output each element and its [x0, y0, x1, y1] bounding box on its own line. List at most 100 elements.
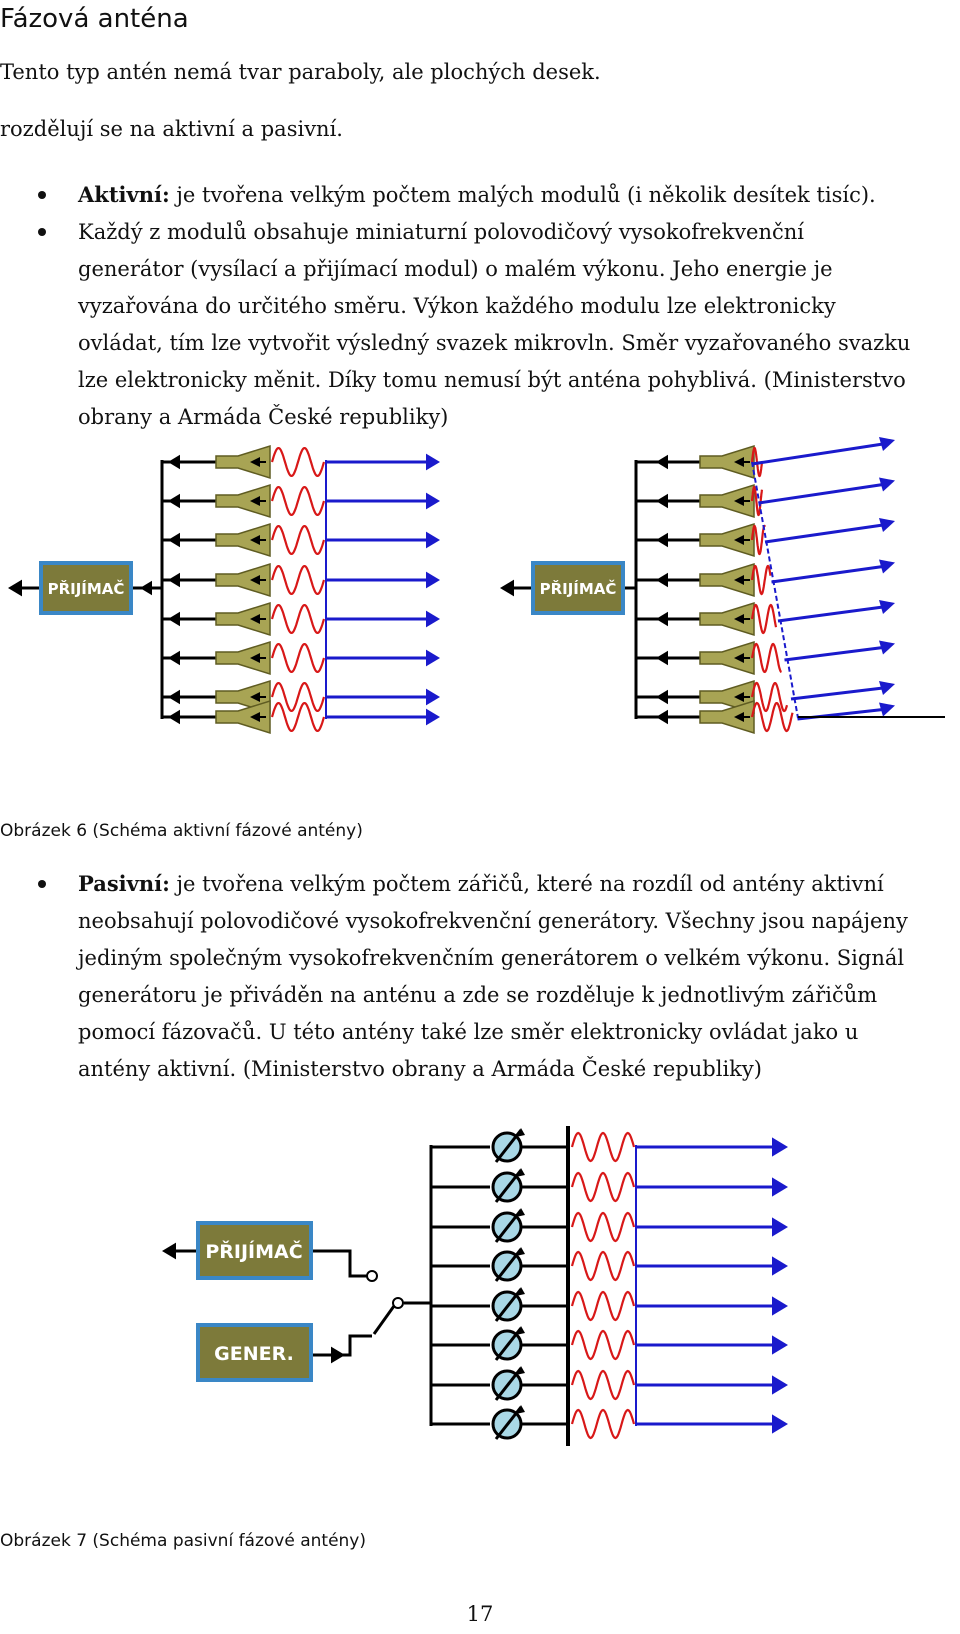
arrow-head: [879, 559, 895, 574]
arrow-head: [734, 712, 744, 722]
text-line: Každý z modulů obsahuje miniaturní polov…: [78, 220, 805, 244]
arrow-head: [516, 1168, 525, 1177]
wave: [570, 1171, 636, 1203]
page-title: Fázová anténa: [0, 4, 189, 34]
arrow-head: [426, 531, 440, 549]
amplifier-module: [215, 640, 271, 676]
feed-line: [311, 1249, 367, 1278]
arrow-head: [168, 454, 180, 470]
amplifier-module: [215, 483, 271, 519]
arrow-head: [168, 709, 180, 725]
arrow-head: [734, 496, 744, 506]
receiver-box: PŘIJÍMAČ: [196, 1221, 313, 1280]
amplifier-module: [699, 699, 755, 735]
receiver-label: PŘIJÍMAČ: [540, 579, 617, 598]
text-line: vyzařována do určitého směru. Výkon každ…: [78, 294, 836, 318]
text-line: generátor (vysílací a přijímací modul) o…: [78, 257, 833, 281]
bullet-icon: [38, 880, 46, 888]
text-line: obrany a Armáda České republiky): [78, 405, 449, 429]
arrow-head: [516, 1366, 525, 1375]
active-antenna-diagram: PŘIJÍMAČ PŘIJÍMAČ: [8, 437, 945, 735]
phaser-slash: [494, 1248, 523, 1282]
page-number: 17: [466, 1602, 494, 1626]
beam-line: [771, 565, 884, 584]
wave: [270, 643, 326, 673]
arrow-head: [426, 610, 440, 628]
arrow-head: [772, 1296, 788, 1316]
amplifier-module: [699, 483, 755, 519]
arrow-head: [879, 702, 895, 717]
arrow-head: [734, 457, 744, 467]
arrow-head: [516, 1208, 525, 1217]
beam-line: [784, 646, 884, 662]
arrow-head: [656, 493, 668, 509]
arrow-head: [162, 1242, 176, 1260]
arrow-head: [772, 1256, 788, 1276]
amplifier-module: [699, 562, 755, 598]
arrow-head: [250, 712, 260, 722]
text-line: je tvořena velkým počtem malých modulů (…: [169, 183, 876, 207]
text-line: pomocí fázovačů. U této antény také lze …: [78, 1020, 859, 1044]
arrow-head: [734, 614, 744, 624]
arrow-head: [516, 1287, 525, 1296]
arrow-head: [168, 532, 180, 548]
arrow-head: [879, 477, 895, 492]
arrow-head: [250, 496, 260, 506]
wave: [750, 701, 794, 733]
receiver-label: PŘIJÍMAČ: [205, 1239, 302, 1263]
text-line: generátoru je přiváděn na anténu a zde s…: [78, 983, 878, 1007]
arrow-head: [734, 653, 744, 663]
wave: [750, 564, 772, 596]
arrow-head: [426, 571, 440, 589]
arrow-head: [168, 493, 180, 509]
amplifier-module: [699, 640, 755, 676]
wave: [270, 604, 326, 634]
amplifier-module: [699, 601, 755, 637]
arrow-head: [879, 437, 895, 451]
phaser-slash: [494, 1406, 523, 1440]
figure-6-caption: Obrázek 6 (Schéma aktivní fázové antény): [0, 821, 363, 841]
arrow-head: [772, 1137, 788, 1157]
beam-line: [777, 605, 884, 623]
arrow-head: [656, 650, 668, 666]
passive-description: Pasivní: je tvořena velkým počtem zářičů…: [78, 865, 958, 1088]
text-line: je tvořena velkým počtem zářičů, které n…: [169, 872, 884, 896]
amplifier-module: [699, 522, 755, 558]
arrow-head: [516, 1405, 525, 1414]
wave: [570, 1329, 636, 1361]
phaser-slash: [494, 1367, 523, 1401]
arrow-head: [879, 640, 895, 655]
arrow-head: [734, 575, 744, 585]
arrow-head: [772, 1414, 788, 1434]
arrow-head: [426, 688, 440, 706]
amplifier-module: [215, 699, 271, 735]
arrow-head: [250, 535, 260, 545]
wave: [570, 1131, 636, 1163]
beam-line: [790, 686, 884, 701]
wavefront-line: [751, 461, 799, 719]
arrow-head: [168, 611, 180, 627]
bullet-icon: [38, 228, 46, 236]
switch-contact: [392, 1297, 404, 1309]
arrow-head: [426, 649, 440, 667]
wave: [750, 524, 767, 556]
passive-label: Pasivní:: [78, 871, 170, 896]
wave: [270, 565, 326, 595]
switch-blade: [372, 1305, 396, 1335]
wave: [570, 1290, 636, 1322]
wave: [270, 486, 326, 516]
wave: [750, 603, 778, 635]
arrow-head: [250, 457, 260, 467]
arrow-head: [656, 689, 668, 705]
feed-line: [311, 1334, 372, 1357]
text-line: lze elektronicky měnit. Díky tomu nemusí…: [78, 368, 906, 392]
arrow-head: [250, 692, 260, 702]
arrow-head: [656, 572, 668, 588]
phaser-slash: [494, 1209, 523, 1243]
active-description: Aktivní: je tvořena velkým počtem malých…: [78, 176, 958, 436]
receiver-label: PŘIJÍMAČ: [48, 579, 125, 598]
amplifier-module: [215, 601, 271, 637]
wave: [570, 1211, 636, 1243]
text-line: neobsahují polovodičové vysokofrekvenční…: [78, 909, 908, 933]
amplifier-module: [215, 562, 271, 598]
